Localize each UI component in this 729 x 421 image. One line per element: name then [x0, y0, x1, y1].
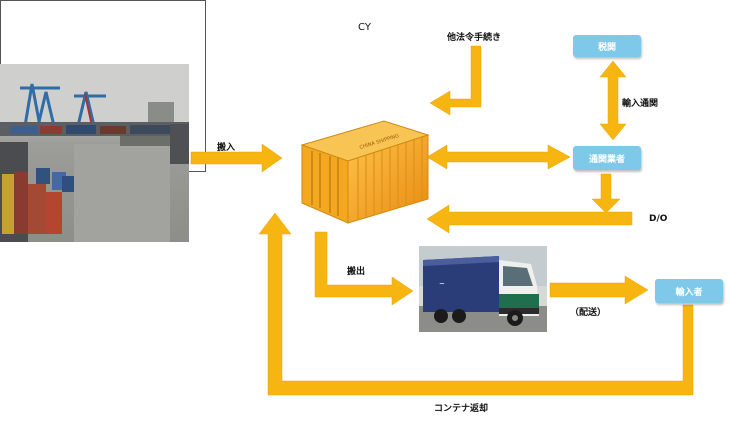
- delivery-label: （配送）: [570, 305, 606, 318]
- importer-box: 輸入者: [655, 279, 723, 303]
- customs-label: 税関: [598, 40, 616, 53]
- arrow-do-left: [427, 205, 632, 233]
- broker-label: 通関業者: [589, 152, 625, 165]
- arrow-do: [592, 174, 620, 213]
- arrow-other-laws: [430, 46, 481, 115]
- import-in-label: 搬入: [217, 140, 235, 153]
- arrow-delivery: [550, 276, 648, 304]
- cy-label: CY: [0, 22, 729, 33]
- port-photo: [0, 64, 189, 242]
- customs-box: 税関: [573, 35, 641, 57]
- arrow-import-in: [191, 144, 282, 172]
- container-icon: CHINA SHIPPING: [300, 115, 432, 225]
- import-permit-label: 輸入通関: [622, 96, 658, 109]
- truck-scene: ~: [419, 246, 547, 332]
- truck-photo: ~: [419, 246, 547, 332]
- carry-out-label: 搬出: [347, 264, 365, 277]
- container-illustration: CHINA SHIPPING: [300, 115, 432, 225]
- port-scene: [0, 64, 189, 242]
- do-label: D/O: [649, 214, 667, 224]
- arrow-cy-broker: [427, 145, 570, 169]
- container-return-label: コンテナ返却: [434, 401, 488, 414]
- svg-text:~: ~: [439, 280, 445, 288]
- other-laws-label: 他法令手続き: [447, 30, 501, 43]
- importer-label: 輸入者: [675, 285, 702, 298]
- broker-box: 通関業者: [573, 146, 641, 170]
